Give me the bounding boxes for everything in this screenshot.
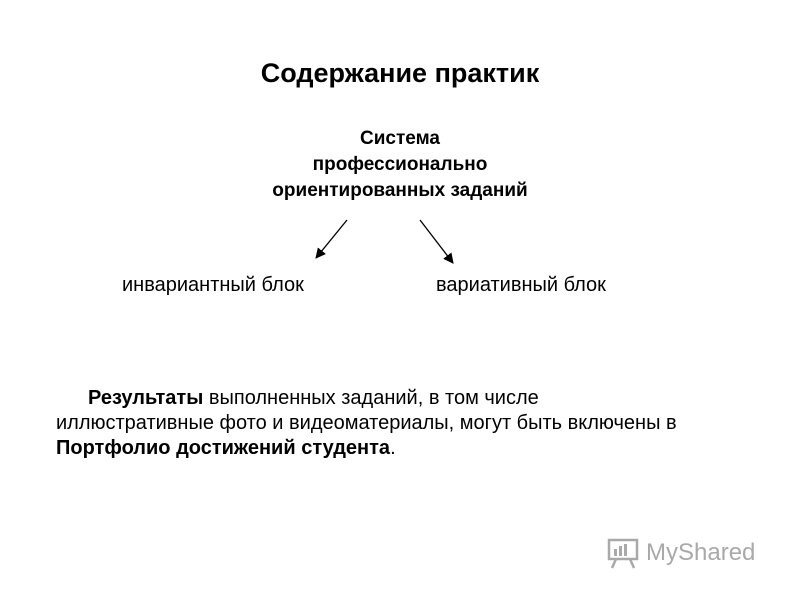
- results-line-2: иллюстративные фото и видеоматериалы, мо…: [56, 412, 677, 434]
- system-line-3: ориентированных заданий: [272, 180, 528, 201]
- page-title: Содержание практик: [260, 58, 540, 88]
- system-line-2: профессионально: [312, 154, 488, 175]
- system-line-1: Система: [360, 128, 440, 149]
- results-paragraph: Результаты выполненных заданий, в том чи…: [56, 386, 776, 461]
- invariant-block-label: инвариантный блок: [122, 274, 304, 296]
- results-line-1: Результаты выполненных заданий, в том чи…: [56, 386, 776, 411]
- watermark-text: MyShared: [646, 539, 756, 566]
- system-heading: Система профессионально ориентированных …: [150, 126, 650, 204]
- myshared-watermark: MyShared: [606, 535, 755, 571]
- arrow-to-variative-block: [419, 219, 454, 264]
- arrow-to-invariant-block: [315, 219, 348, 259]
- results-bold-end: Портфолио достижений студента: [56, 437, 391, 459]
- results-bold-start: Результаты: [88, 387, 204, 409]
- results-text-1: выполненных заданий, в том числе: [203, 387, 539, 409]
- results-period: .: [390, 437, 396, 459]
- results-line-3: Портфолио достижений студента.: [56, 436, 776, 461]
- presentation-board-icon: [607, 538, 639, 569]
- variative-block-label: вариативный блок: [436, 274, 606, 296]
